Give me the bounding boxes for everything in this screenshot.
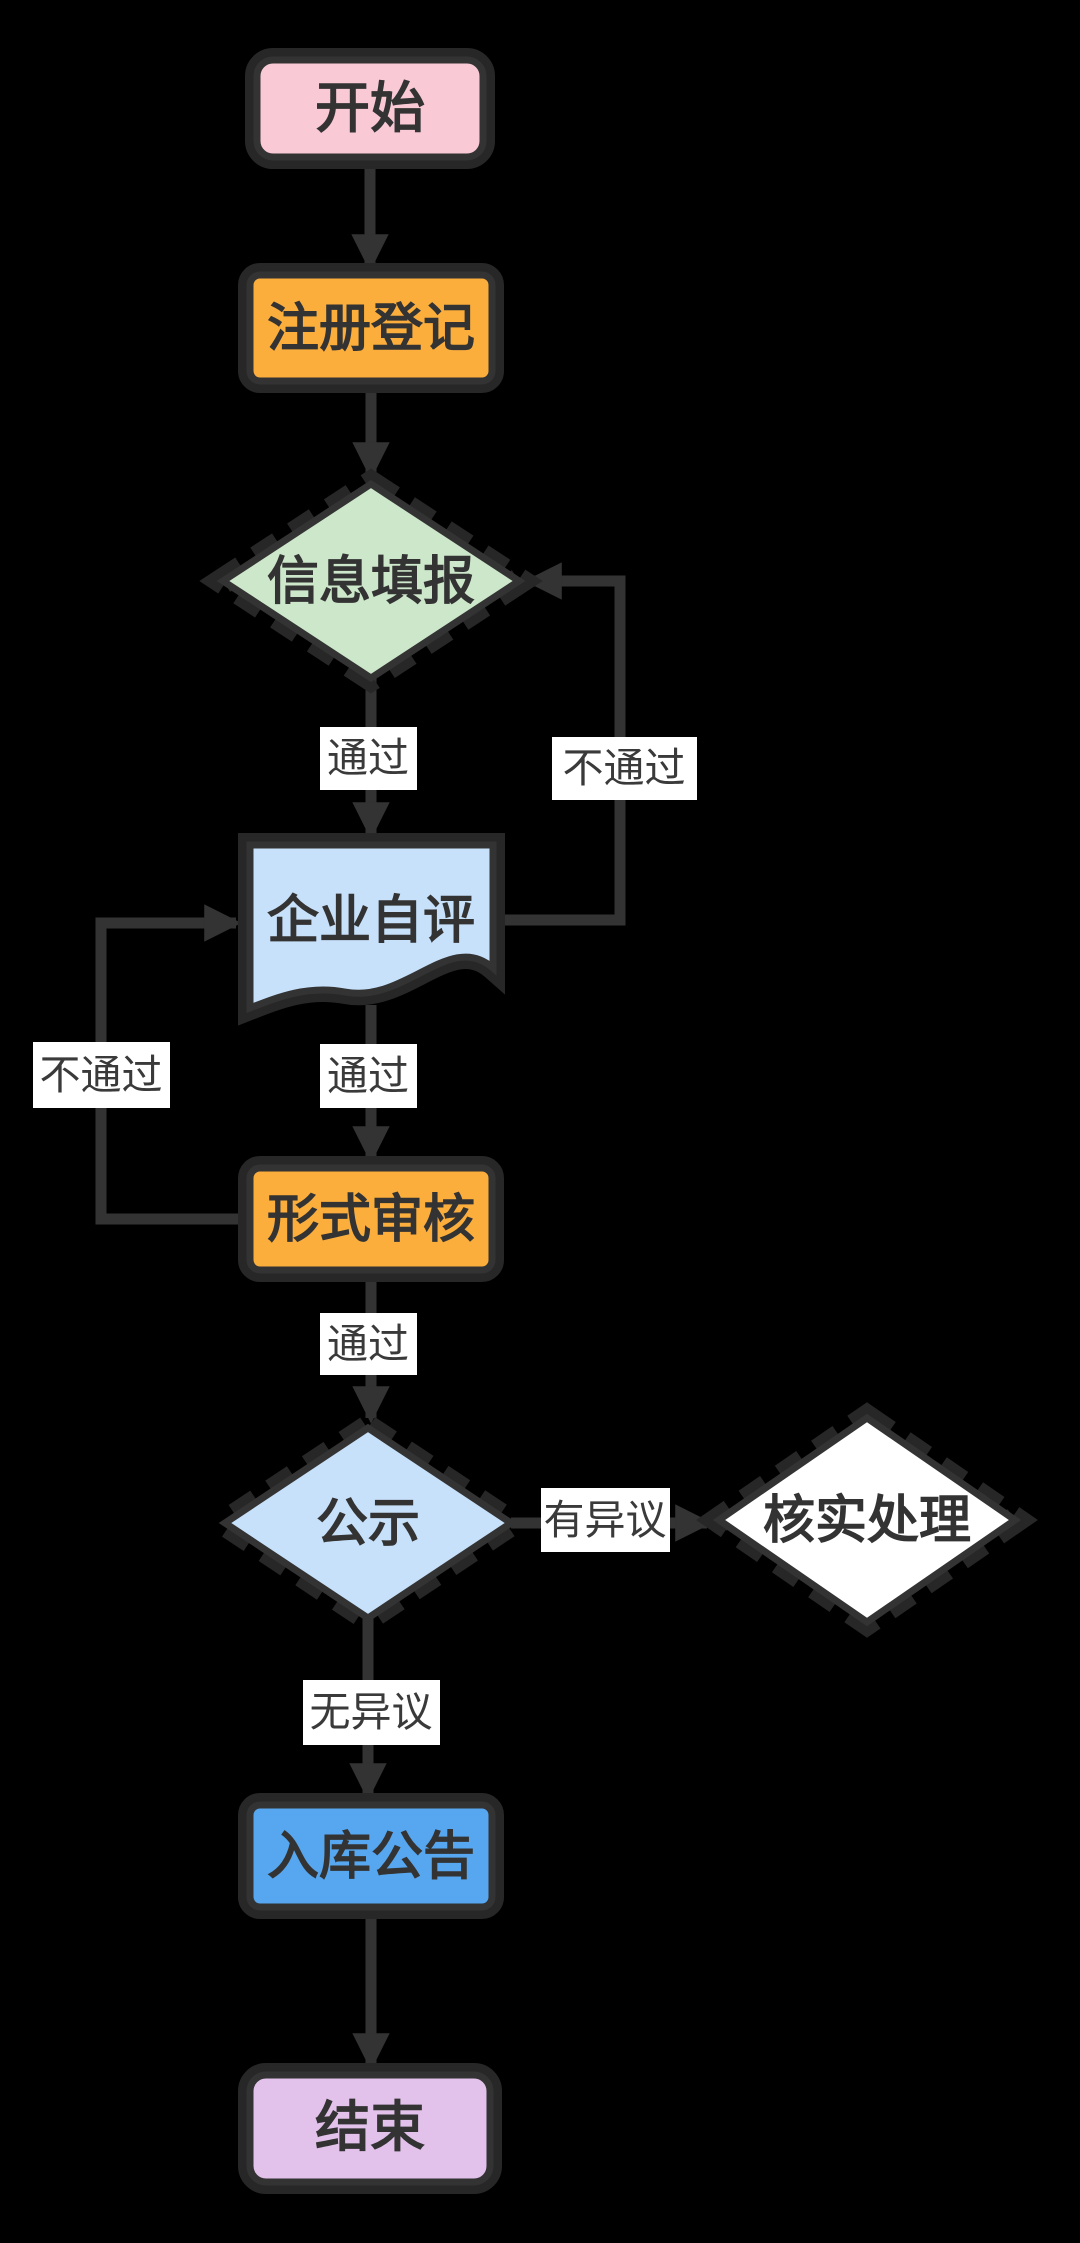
node-start: 开始	[245, 48, 495, 169]
edge-label-fail-formal: 不通过	[33, 1042, 170, 1108]
info-report-label: 信息填报	[267, 553, 475, 611]
self-eval-label: 企业自评	[267, 892, 475, 950]
self-eval-shape	[246, 841, 497, 1014]
edge-label-pass-info: 通过	[320, 727, 417, 790]
edge-label-fail-info-text: 不通过	[563, 745, 686, 791]
start-shape	[253, 56, 487, 161]
node-publicity: 公示	[201, 1412, 535, 1634]
edge-label-no-objection-text: 无异议	[310, 1689, 433, 1735]
node-register: 注册登记	[238, 263, 504, 393]
edge-label-fail-info: 不通过	[552, 737, 697, 800]
info-report-shape	[216, 479, 526, 683]
end-shape	[246, 2071, 494, 2186]
edge-label-pass-formal-text: 通过	[327, 1321, 409, 1367]
edge-label-objection: 有异议	[541, 1488, 670, 1552]
register-label: 注册登记	[267, 300, 475, 358]
announce-shape	[246, 1801, 496, 1911]
register-shape	[246, 271, 496, 385]
publicity-shape	[218, 1423, 518, 1623]
verify-label: 核实处理	[763, 1492, 971, 1550]
node-end: 结束	[238, 2063, 502, 2194]
edge-label-pass-info-text: 通过	[327, 735, 409, 781]
edge-label-no-objection: 无异议	[303, 1680, 440, 1745]
verify-shape	[712, 1413, 1022, 1627]
edge-label-pass-formal: 通过	[320, 1313, 417, 1375]
node-verify: 核实处理	[696, 1402, 1038, 1638]
start-label: 开始	[315, 77, 425, 139]
node-formal-review: 形式审核	[238, 1156, 504, 1282]
end-label: 结束	[315, 2096, 425, 2158]
announce-label: 入库公告	[267, 1828, 475, 1886]
edge-label-objection-text: 有异议	[544, 1497, 667, 1543]
node-announce: 入库公告	[238, 1793, 504, 1919]
edge-label-pass-self-eval-text: 通过	[327, 1053, 409, 1099]
edge-label-fail-formal-text: 不通过	[40, 1052, 163, 1098]
formal-review-label: 形式审核	[267, 1191, 475, 1249]
node-self-eval: 企业自评	[238, 833, 505, 1026]
node-info-report: 信息填报	[199, 468, 543, 694]
edge-label-pass-self-eval: 通过	[320, 1044, 417, 1108]
publicity-label: 公示	[316, 1495, 420, 1553]
formal-review-shape	[246, 1164, 496, 1274]
